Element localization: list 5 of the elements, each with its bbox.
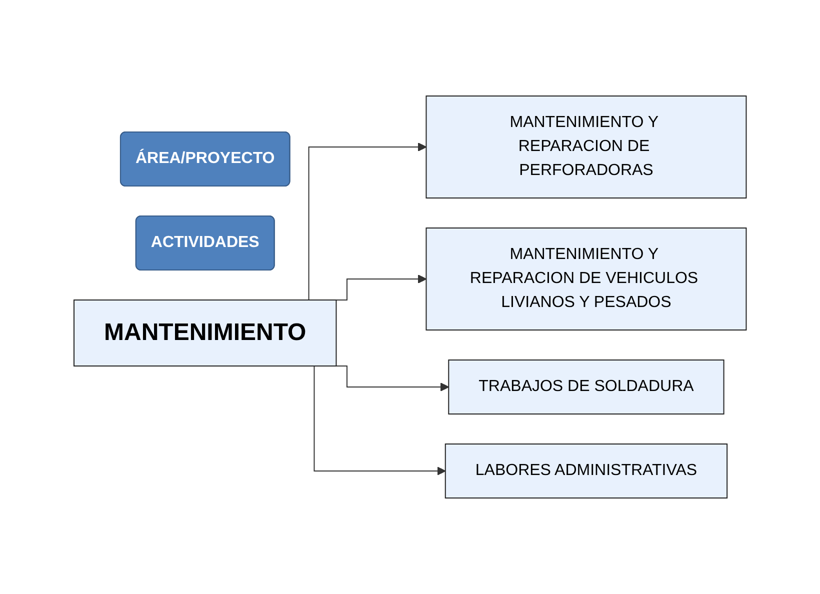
node-box: MANTENIMIENTO Y REPARACION DE VEHICULOS LIVIANOS Y PESADOS <box>426 228 747 330</box>
node-box: MANTENIMIENTO Y REPARACION DE PERFORADORAS <box>426 96 747 198</box>
node-box: TRABAJOS DE SOLDADURA <box>448 360 724 414</box>
node-box: MANTENIMIENTO <box>73 300 337 366</box>
node-box: LABORES ADMINISTRATIVAS <box>444 444 728 498</box>
